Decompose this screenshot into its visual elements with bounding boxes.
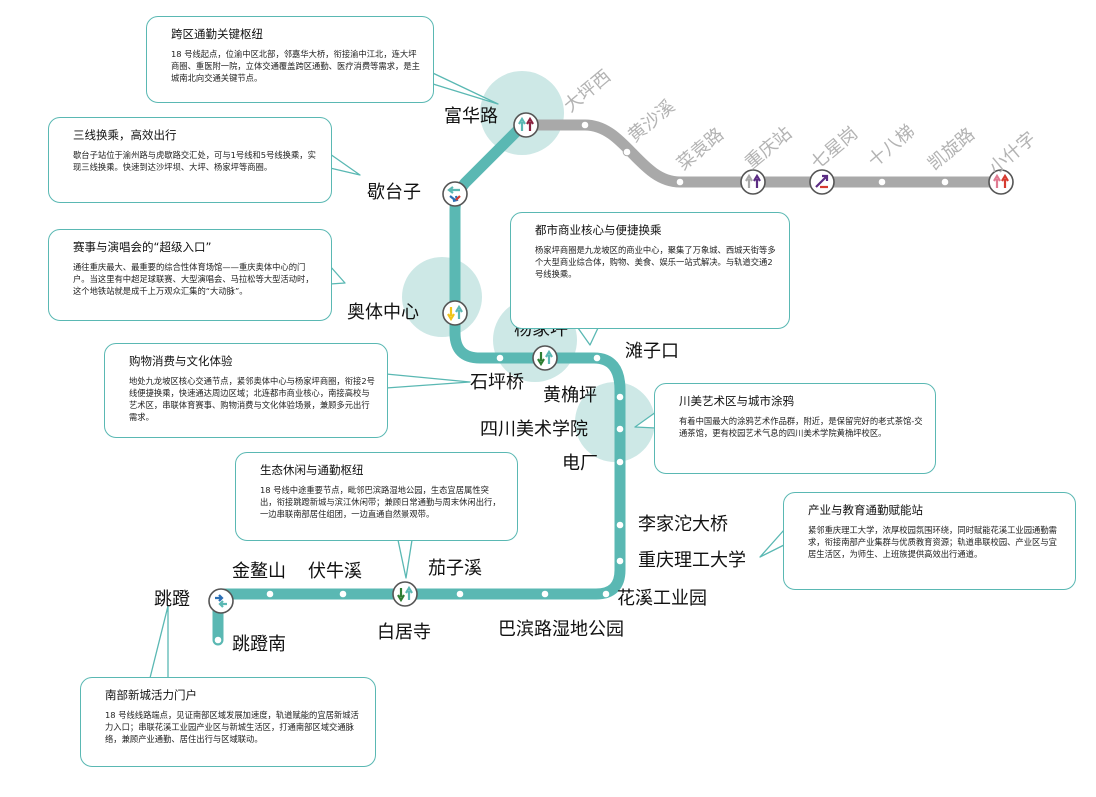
note-title: 川美艺术区与城市涂鸦	[679, 394, 794, 408]
transfer-icon-yangjiaping	[532, 345, 558, 371]
note-title: 跨区通勤关键枢纽	[171, 27, 263, 41]
station-label-baijusi: 白居寺	[377, 622, 431, 643]
note-title: 产业与教育通勤赋能站	[808, 503, 923, 517]
station-label-qiezixi: 茄子溪	[428, 558, 482, 579]
station-label-huaxigongye: 花溪工业园	[617, 588, 707, 609]
station-dots	[213, 353, 625, 645]
pointer-aoti	[329, 265, 346, 285]
station-label-jinaoshan: 金鳌山	[232, 561, 286, 582]
pointer-yangjiaping	[577, 327, 599, 346]
note-meishu: 川美艺术区与城市涂鸦 有着中国最大的涂鸦艺术作品群，附近，是保留完好的老式茶馆-…	[654, 383, 936, 474]
station-dot-funiuxi	[338, 589, 348, 599]
transfer-icon-tiaodeng	[208, 588, 234, 614]
planned-line-segment	[526, 119, 1008, 188]
note-body: 地处九龙坡区核心交通节点，紧邻奥体中心与杨家坪商圈，衔接2号线便捷换乘，快速通达…	[129, 375, 375, 422]
halo-aoti	[402, 257, 482, 337]
station-label-aotizhongxin: 奥体中心	[347, 302, 419, 323]
note-body: 18 号线中途重要节点，毗邻巴滨路湿地公园，生态宜居属性突出，衔接跳蹬新城与滨江…	[260, 484, 501, 519]
pointer-baijusi	[397, 539, 413, 579]
station-dot-shipingqiao	[495, 353, 505, 363]
transfer-icon-xiaoshizi	[988, 169, 1014, 195]
station-dot-tiaodengnan	[213, 635, 223, 645]
station-dot-tanzikou	[592, 353, 602, 363]
pointer-shipingqiao	[385, 373, 471, 389]
transfer-icon-aoti	[442, 300, 468, 326]
note-body: 18 号线起点，位渝中区北部，邻嘉华大桥，衔接渝中江北，连大坪商圈、重医附一院，…	[171, 48, 420, 83]
note-title: 赛事与演唱会的“超级入口”	[73, 240, 212, 254]
transfer-icon-chongqingzhan	[740, 169, 766, 195]
planned-dot-huangshaxi	[622, 147, 632, 157]
note-yangjiaping: 都市商业核心与便捷换乘 杨家坪商圈是九龙坡区的商业中心，聚集了万象城、西城天街等…	[510, 212, 790, 329]
station-label-sichuanmeishu: 四川美术学院	[480, 419, 588, 440]
note-body: 杨家坪商圈是九龙坡区的商业中心，聚集了万象城、西城天街等多个大型商业综合体，购物…	[535, 244, 776, 279]
planned-dot-shibati	[877, 177, 887, 187]
planned-dot-caiyuanlu	[675, 177, 685, 187]
note-title: 购物消费与文化体验	[129, 354, 233, 368]
station-label-lijiatuo: 李家沱大桥	[638, 514, 728, 535]
planned-dot-dapingxi	[580, 120, 590, 130]
transfer-icon-xietaizi	[442, 181, 468, 207]
note-cqlg: 产业与教育通勤赋能站 紧邻重庆理工大学，浓厚校园氛围环绕，同时赋能花溪工业园通勤…	[783, 492, 1076, 590]
station-label-huangjueping: 黄桷坪	[543, 385, 597, 406]
note-title: 三线换乘，高效出行	[73, 128, 177, 142]
station-label-cqlg: 重庆理工大学	[638, 550, 746, 571]
note-body: 通往重庆最大、最重要的综合性体育场馆——重庆奥体中心的门户。当这里有中超足球联赛…	[73, 261, 314, 296]
station-dot-huaxi	[601, 589, 611, 599]
station-label-shipingqiao: 石坪桥	[470, 372, 524, 393]
note-title: 生态休闲与通勤枢纽	[260, 463, 364, 477]
pointer-cqlg	[759, 529, 785, 558]
planned-station-dots	[580, 120, 950, 187]
note-body: 歇台子站位于渝州路与虎歇路交汇处，可与1号线和5号线换乘，实现三线换乘。快速到达…	[73, 149, 316, 172]
note-fuhualu: 跨区通勤关键枢纽 18 号线起点，位渝中区北部，邻嘉华大桥，衔接渝中江北，连大坪…	[146, 16, 434, 103]
note-title: 南部新城活力门户	[105, 688, 197, 702]
station-dot-qiezixi	[455, 589, 465, 599]
station-label-funiuxi: 伏牛溪	[308, 561, 362, 582]
note-body: 紧邻重庆理工大学，浓厚校园氛围环绕，同时赋能花溪工业园通勤需求，衔接南部产业集群…	[808, 524, 1057, 559]
station-label-fuhualu: 富华路	[444, 106, 498, 127]
station-dot-dianchang	[615, 457, 625, 467]
note-title: 都市商业核心与便捷换乘	[535, 223, 662, 237]
station-dot-cqlg	[615, 556, 625, 566]
station-label-tiaodeng: 跳蹬	[154, 589, 190, 610]
station-label-babinlu: 巴滨路湿地公园	[498, 619, 624, 640]
note-xietaizi: 三线换乘，高效出行 歇台子站位于渝州路与虎歇路交汇处，可与1号线和5号线换乘，实…	[48, 117, 332, 203]
callout-pointers	[149, 65, 785, 679]
station-dot-huangjueping	[615, 392, 625, 402]
station-dot-meishu	[615, 424, 625, 434]
station-label-xietaizi: 歇台子	[367, 182, 421, 203]
note-body: 18 号线线路端点，见证南部区域发展加速度，轨道赋能的宜居新城活力入口；串联花溪…	[105, 709, 359, 744]
planned-dot-kaixuanlu	[940, 177, 950, 187]
note-body: 有着中国最大的涂鸦艺术作品群，附近，是保留完好的老式茶馆-交通茶馆，更有校园艺术…	[679, 415, 923, 438]
pointer-tiaodeng	[149, 605, 169, 679]
station-dot-lijiatuo	[615, 520, 625, 530]
station-dot-babinlu	[540, 589, 550, 599]
pointer-xietaizi	[329, 153, 361, 176]
station-label-tanzikou: 滩子口	[625, 341, 679, 362]
transfer-icon-qixinggang	[809, 169, 835, 195]
note-tiaodeng: 南部新城活力门户 18 号线线路端点，见证南部区域发展加速度，轨道赋能的宜居新城…	[80, 677, 376, 767]
station-label-dianchang: 电厂	[562, 453, 598, 474]
note-shipingqiao: 购物消费与文化体验 地处九龙坡区核心交通节点，紧邻奥体中心与杨家坪商圈，衔接2号…	[104, 343, 388, 438]
station-dot-jinaoshan	[265, 589, 275, 599]
transfer-icon-fuhualu	[513, 112, 539, 138]
station-label-tiaodengnan: 跳蹬南	[232, 634, 286, 655]
transfer-icon-baijusi	[392, 581, 418, 607]
note-baijusi: 生态休闲与通勤枢纽 18 号线中途重要节点，毗邻巴滨路湿地公园，生态宜居属性突出…	[235, 452, 518, 541]
note-aoti: 赛事与演唱会的“超级入口” 通往重庆最大、最重要的综合性体育场馆——重庆奥体中心…	[48, 229, 332, 321]
